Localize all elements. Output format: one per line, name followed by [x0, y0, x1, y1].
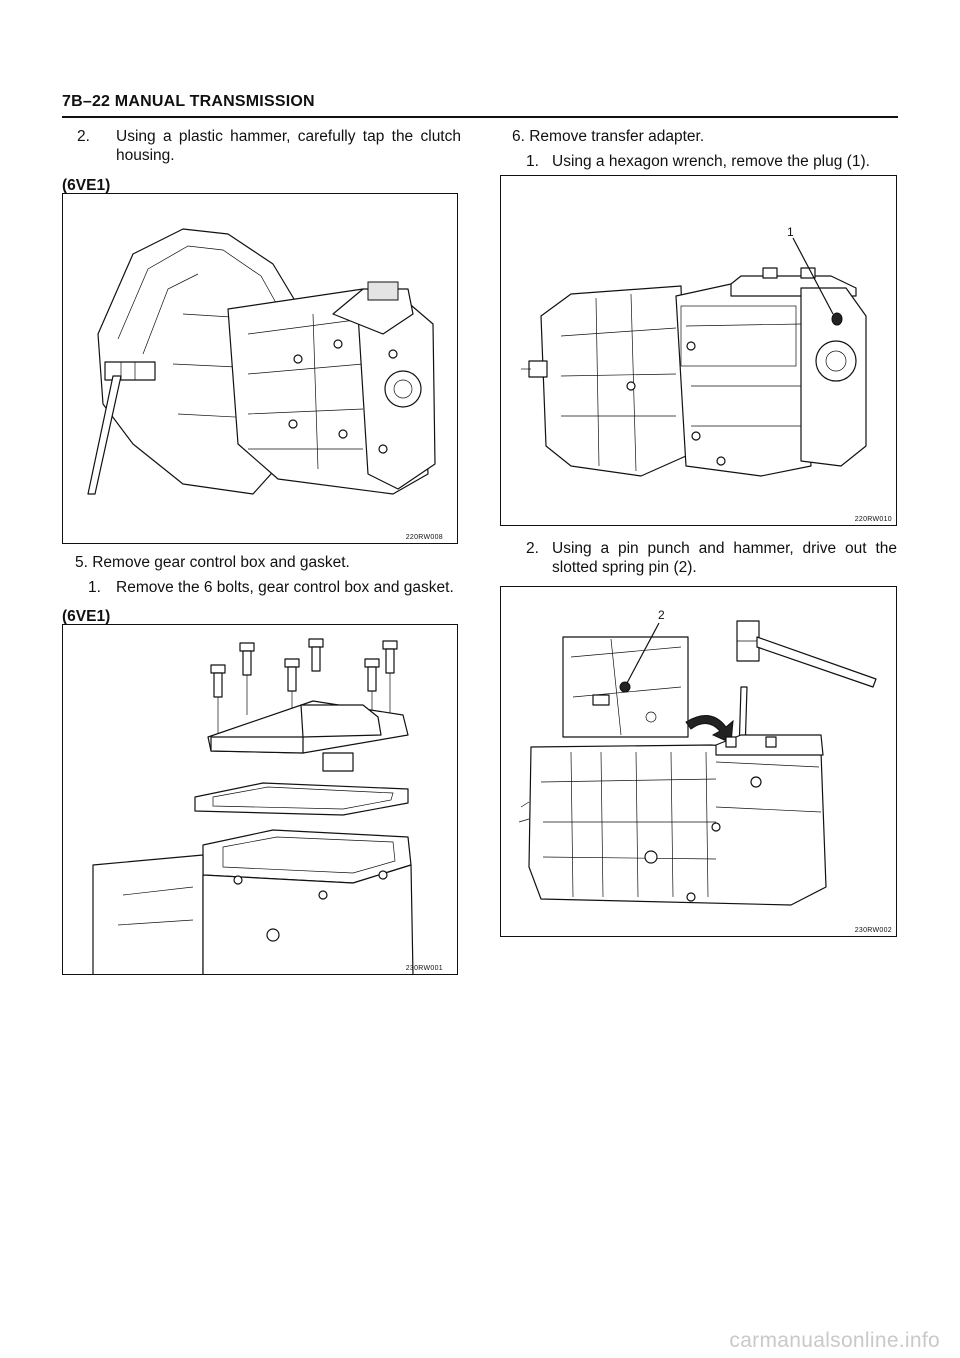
step-2-number: 2.	[77, 128, 90, 145]
watermark: carmanualsonline.info	[729, 1329, 940, 1352]
figure-code: 230RW001	[405, 965, 443, 972]
callout-2: 2	[658, 608, 665, 622]
step-6-2-text: Using a pin punch and hammer, drive out …	[552, 540, 897, 576]
figure-gear-control-box: 230RW001	[62, 624, 458, 975]
variant-label-2: (6VE1)	[62, 608, 111, 625]
step-5-1-text: Remove the 6 bolts, gear control box and…	[116, 579, 454, 596]
gear-control-box-illustration	[92, 638, 414, 974]
page-header: 7B–22 MANUAL TRANSMISSION	[62, 93, 315, 110]
spring-pin-illustration: 2	[518, 608, 877, 906]
step-2-text: Using a plastic hammer, carefully tap th…	[116, 128, 461, 164]
figure-transfer-adapter-plug: 1 220RW010	[500, 175, 897, 526]
step-6-1-number: 1.	[526, 153, 539, 170]
section-5-title: 5. Remove gear control box and gasket.	[75, 554, 350, 571]
transfer-adapter-illustration: 1	[521, 225, 867, 477]
bolt-icon	[210, 638, 398, 698]
header-rule	[62, 116, 898, 118]
step-6-1-text: Using a hexagon wrench, remove the plug …	[552, 153, 870, 170]
section-6-title: 6. Remove transfer adapter.	[512, 128, 705, 145]
figure-code: 220RW010	[854, 516, 892, 523]
figure-spring-pin: 2 230RW002	[500, 586, 897, 937]
transmission-illustration	[87, 228, 436, 495]
step-6-2-number: 2.	[526, 540, 539, 557]
variant-label-1: (6VE1)	[62, 177, 111, 194]
step-5-1-number: 1.	[88, 579, 101, 596]
figure-code: 220RW008	[405, 534, 443, 541]
figure-clutch-housing: 220RW008	[62, 193, 458, 544]
callout-1: 1	[787, 225, 794, 239]
figure-code: 230RW002	[854, 927, 892, 934]
